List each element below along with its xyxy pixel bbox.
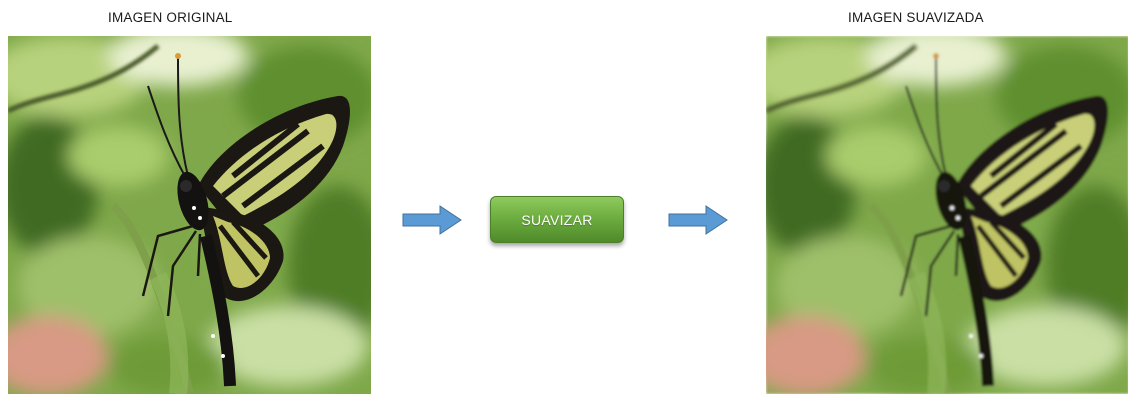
original-image-title: IMAGEN ORIGINAL [108,10,233,25]
right-arrow-icon [402,205,462,235]
original-butterfly-photo [8,36,371,394]
smoothed-butterfly-photo [766,36,1128,394]
smooth-button[interactable]: SUAVIZAR [490,196,624,243]
smoothed-image-title: IMAGEN SUAVIZADA [848,10,984,25]
right-arrow-icon [668,205,728,235]
